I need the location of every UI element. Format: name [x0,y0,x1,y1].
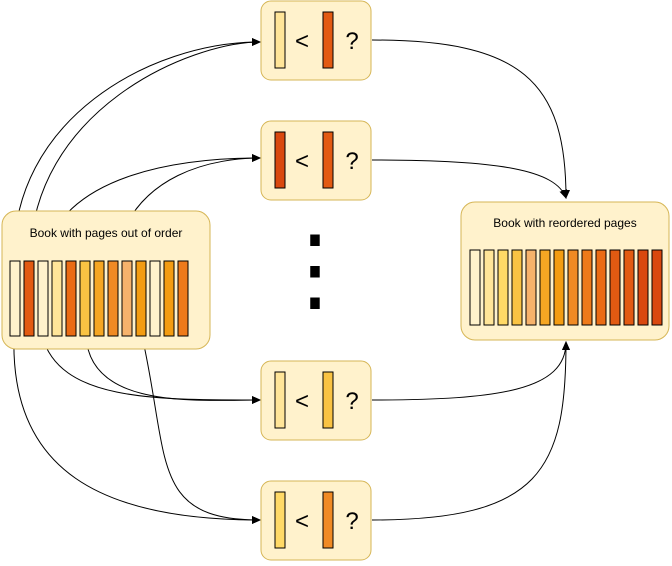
compare-result: ? [345,508,358,535]
source-page [51,260,63,337]
compare-operator: < [295,388,309,415]
edge-source-to-compare-3b [85,335,261,405]
result-page [511,249,523,326]
compare-box: <? [260,120,372,201]
compare-left-page [274,491,286,549]
result-page [525,249,537,326]
compare-left-page [274,11,286,69]
edge-compare-3-to-result [371,341,570,401]
edge-compare-4-to-result [371,341,570,521]
compare-left-page [274,131,286,189]
result-page [609,249,621,326]
result-book-title: Book with reordered pages [493,216,636,230]
source-page [149,260,161,337]
compare-box: <? [260,0,372,81]
compare-box: <? [260,480,372,561]
compare-box-bg [260,360,372,441]
result-pages [469,249,663,326]
result-page [567,249,579,326]
source-page [107,260,119,337]
edge-source-to-compare-1 [13,38,261,263]
source-page [93,260,105,337]
edge-source-to-compare-1b [29,38,261,263]
source-page [37,260,49,337]
edge-source-to-compare-3 [41,335,261,404]
result-page [595,249,607,326]
result-page [581,249,593,326]
compare-operator: < [295,28,309,55]
source-page [9,260,21,337]
result-page [553,249,565,326]
compare-right-page [322,491,334,549]
result-page [469,249,481,326]
compare-operator: < [295,148,309,175]
source-page [23,260,35,337]
compare-right-page [322,131,334,189]
compare-box-bg [260,0,372,81]
compare-box: <? [260,360,372,441]
source-page [121,260,133,337]
source-page [135,260,147,337]
compare-operator: < [295,508,309,535]
ellipsis: ⋮ [269,218,361,320]
compare-right-page [322,371,334,429]
compare-right-page [322,11,334,69]
source-pages [9,260,189,337]
edge-source-to-compare-4 [13,335,261,524]
source-page [79,260,91,337]
compare-result: ? [345,28,358,55]
result-page [483,249,495,326]
edge-compare-2-to-result [371,159,568,199]
edge-source-to-compare-4b [141,335,261,524]
source-book-title: Book with pages out of order [30,226,183,240]
source-page [177,260,189,337]
result-page [497,249,509,326]
source-book: Book with pages out of order [1,210,211,350]
source-page [163,260,175,337]
result-book: Book with reordered pages [460,201,670,341]
source-page [65,260,77,337]
compare-result: ? [345,148,358,175]
result-page [539,249,551,326]
compare-box-bg [260,120,372,201]
comparisons: <?<?<?<? [260,0,372,561]
result-page [623,249,635,326]
edge-compare-1-to-result [371,39,570,199]
result-page [651,249,663,326]
compare-box-bg [260,480,372,561]
compare-result: ? [345,388,358,415]
result-page [637,249,649,326]
compare-left-page [274,371,286,429]
